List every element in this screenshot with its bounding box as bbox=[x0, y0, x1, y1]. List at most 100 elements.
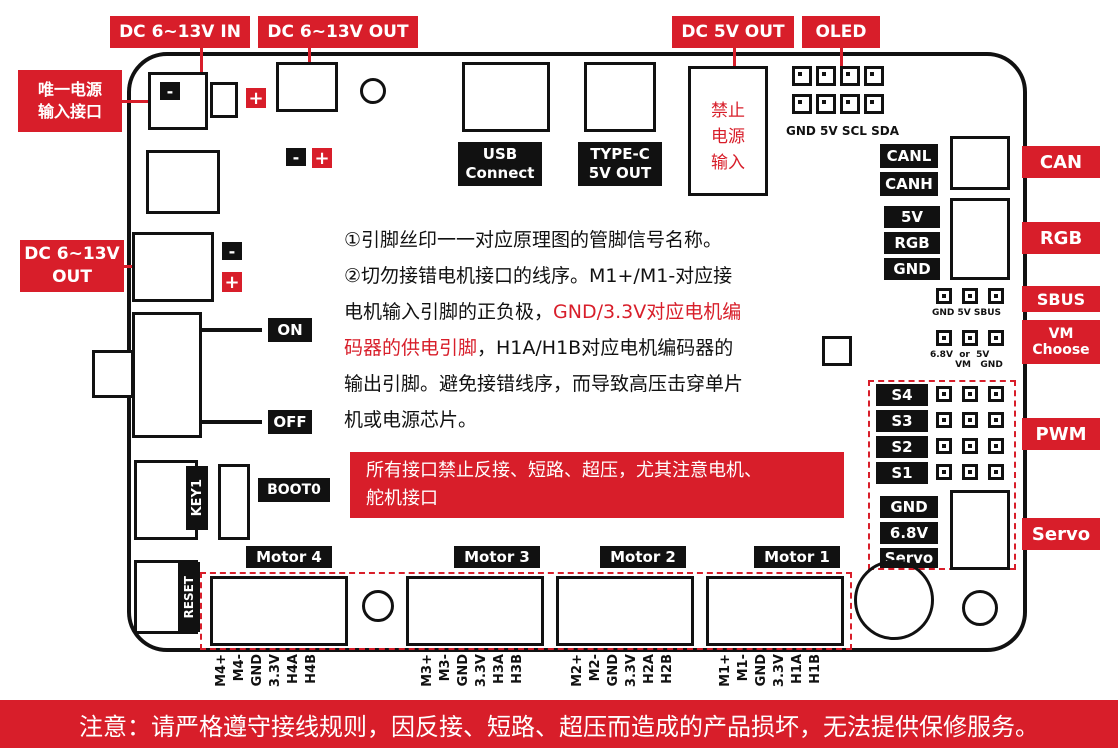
motor-pin-label: GND bbox=[606, 654, 621, 687]
oled-pin bbox=[816, 94, 836, 114]
motor-pin-label: H1B bbox=[808, 654, 823, 684]
forbid-line2: 电源 bbox=[711, 127, 745, 147]
note-line5: 输出引脚。避免接错线序，而导致高压击穿单片 bbox=[344, 373, 744, 395]
label-dc-5v-out: DC 5V OUT bbox=[672, 16, 794, 48]
motor-pin-label: H4A bbox=[286, 654, 301, 684]
label-dc-out-top: DC 6~13V OUT bbox=[258, 16, 418, 48]
label-s3: S3 bbox=[876, 410, 928, 432]
power-only-line: 唯一电源 输入接口 bbox=[37, 80, 102, 121]
regulator-chip bbox=[146, 150, 220, 214]
motor-pin-label: H3B bbox=[510, 654, 525, 684]
dc-out-top-plus-text: + bbox=[314, 147, 330, 169]
label-boot0: BOOT0 bbox=[258, 478, 330, 502]
pwm-pin bbox=[962, 412, 978, 428]
label-pwm: PWM bbox=[1022, 418, 1100, 450]
dc-out-left-line1: DC 6~13V bbox=[24, 244, 120, 264]
pwm-pin bbox=[962, 464, 978, 480]
label-servo: Servo bbox=[1022, 518, 1100, 550]
label-reset: RESET bbox=[178, 562, 200, 632]
label-s1: S1 bbox=[876, 462, 928, 484]
servo-connector bbox=[950, 490, 1010, 570]
dc-out-left-minus-text: - bbox=[228, 241, 236, 261]
vm-sel-gnd: GND bbox=[980, 360, 1003, 370]
dc-out-top-connector bbox=[276, 62, 338, 112]
label-gnd-rgb: GND bbox=[884, 258, 940, 280]
forbid-line1: 禁止 bbox=[711, 101, 745, 121]
label-off: OFF bbox=[268, 410, 312, 434]
motor-2-label: Motor 2 bbox=[600, 546, 686, 568]
label-oled: OLED bbox=[802, 16, 880, 48]
motor-pin-label: M1+ bbox=[718, 654, 733, 687]
dc-jack-input bbox=[148, 72, 208, 130]
square-marker bbox=[822, 336, 852, 366]
oled-pin bbox=[792, 66, 812, 86]
pwm-pin bbox=[936, 464, 952, 480]
power-switch[interactable] bbox=[132, 312, 202, 438]
pwm-pin bbox=[962, 386, 978, 402]
sbus-pin bbox=[936, 288, 952, 304]
reset-text: RESET bbox=[182, 575, 196, 619]
label-on: ON bbox=[268, 318, 312, 342]
motor-pin-label: M2- bbox=[588, 654, 603, 682]
vm-sel-vm: VM bbox=[955, 360, 971, 370]
sbus-pin-labels: GND 5V SBUS bbox=[932, 308, 1002, 318]
oled-header bbox=[792, 66, 888, 118]
pwm-header bbox=[936, 386, 1012, 486]
key1-text: KEY1 bbox=[189, 479, 205, 517]
mount-hole-top bbox=[360, 78, 386, 104]
pwm-pin bbox=[988, 464, 1004, 480]
typec-line2: 5V OUT bbox=[588, 164, 652, 182]
motor-pin-label: H2A bbox=[642, 654, 657, 684]
dc-in-minus-text: - bbox=[166, 81, 174, 101]
motor-dashed-box bbox=[200, 572, 852, 650]
boot0-switch[interactable] bbox=[218, 464, 250, 540]
dc-out-top-minus-icon: - bbox=[286, 148, 306, 167]
dc-in-minus-icon: - bbox=[160, 81, 180, 101]
oled-pin bbox=[816, 66, 836, 86]
pwm-dashed-box bbox=[868, 380, 1016, 570]
warning-line1: 所有接口禁止反接、短路、超压，尤其注意电机、 bbox=[366, 460, 762, 481]
label-dc-in: DC 6~13V IN bbox=[110, 16, 250, 48]
dc-out-left-connector bbox=[132, 232, 214, 302]
sbus-pin bbox=[988, 288, 1004, 304]
dc-in-plus-text: + bbox=[248, 87, 264, 109]
switch-lead-on bbox=[202, 328, 262, 332]
mount-hole-bl bbox=[362, 590, 394, 622]
note-line2: ②切勿接错电机接口的线序。M1+/M1-对应接 bbox=[344, 265, 733, 287]
motor-pin-label: H2B bbox=[660, 654, 675, 684]
label-power-only: 唯一电源 输入接口 bbox=[18, 70, 122, 132]
power-switch-lever[interactable] bbox=[92, 350, 134, 398]
mount-hole-br bbox=[962, 590, 998, 626]
oled-pin bbox=[864, 94, 884, 114]
vm-pin bbox=[988, 330, 1004, 346]
can-connector bbox=[950, 136, 1010, 190]
typec-port bbox=[584, 62, 656, 132]
motor-pin-label: GND bbox=[754, 654, 769, 687]
dc-out-left-plus-icon: + bbox=[222, 272, 242, 293]
vm-sel-5v: 5V bbox=[976, 350, 990, 360]
motor-pin-label: 3.3V bbox=[474, 654, 489, 688]
rgb-connector bbox=[950, 198, 1010, 280]
motor-pin-label: H3A bbox=[492, 654, 507, 684]
label-gnd-servo: GND bbox=[880, 496, 938, 518]
vm-pin bbox=[936, 330, 952, 346]
motor-1-connector bbox=[706, 576, 844, 646]
note-line6: 机或电源芯片。 bbox=[344, 409, 478, 431]
oled-pin bbox=[840, 94, 860, 114]
motor-pin-label: GND bbox=[250, 654, 265, 687]
vm-sel-or: or bbox=[959, 350, 970, 360]
note-line3-a: 电机输入引脚的正负极， bbox=[344, 301, 554, 323]
sbus-pin bbox=[962, 288, 978, 304]
label-vm-choose: VM Choose bbox=[1022, 320, 1100, 364]
label-typec-5v-out: TYPE-C 5V OUT bbox=[578, 142, 662, 186]
oled-pin-labels: GND 5V SCL SDA bbox=[786, 124, 900, 138]
vm-choose-line2: Choose bbox=[1032, 342, 1090, 358]
label-can: CAN bbox=[1022, 146, 1100, 178]
dc-out-left-minus-icon: - bbox=[222, 241, 242, 261]
oled-pin bbox=[840, 66, 860, 86]
usb-line2: Connect bbox=[465, 164, 535, 182]
motor-2-connector bbox=[556, 576, 694, 646]
label-canl: CANL bbox=[880, 144, 938, 168]
motor-pin-label: GND bbox=[456, 654, 471, 687]
warning-line2: 舵机接口 bbox=[366, 488, 438, 509]
